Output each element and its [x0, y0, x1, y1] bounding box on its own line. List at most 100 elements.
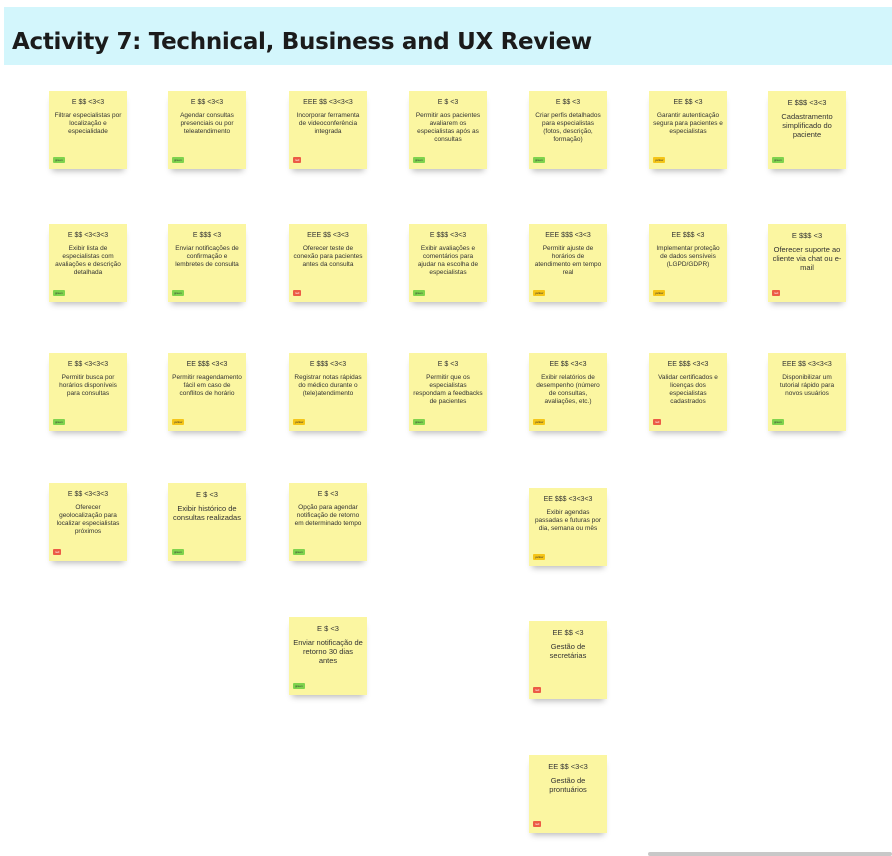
note-text: Filtrar especialistas por localização e … [54, 112, 122, 135]
note-text: Cadastramento simplificado do paciente [781, 112, 833, 139]
note-tag: yellow [533, 290, 546, 296]
note-estimate: E $$ <3<3 [71, 99, 105, 106]
note-text: Enviar notificações de confirmação e lem… [175, 245, 239, 268]
note-estimate: EEE $$$ <3<3 [545, 232, 591, 239]
note-estimate: EE $$$ <3 [671, 232, 705, 239]
note-tag: yellow [653, 157, 666, 163]
note-text: Oferecer suporte ao cliente via chat ou … [772, 245, 842, 272]
note-tag: green [772, 157, 784, 163]
page-title: Activity 7: Technical, Business and UX R… [12, 29, 592, 55]
note-estimate: E $$ <3<3<3 [67, 232, 109, 239]
sticky-note[interactable]: E $$$ <3 Enviar notificações de confirmaç… [168, 224, 246, 302]
note-text: Disponibilizar um tutorial rápido para n… [779, 374, 835, 397]
note-estimate: E $$$ <3 [791, 231, 823, 240]
note-estimate: E $ <3 [437, 361, 459, 368]
note-estimate: EE $$ <3<3 [549, 361, 587, 368]
note-text: Permitir ajuste de horários de atendimen… [534, 245, 602, 276]
note-estimate: E $ <3 [317, 491, 339, 498]
note-text: Agendar consultas presenciais ou por tel… [180, 112, 234, 135]
note-tag: red [53, 549, 62, 555]
note-tag: green [413, 157, 425, 163]
note-tag: red [772, 290, 781, 296]
note-tag: green [172, 157, 184, 163]
note-text: Exibir histórico de consultas realizadas [173, 504, 241, 522]
note-estimate: E $ <3 [317, 624, 339, 633]
note-tag: red [653, 419, 662, 425]
note-tag: yellow [653, 290, 666, 296]
note-estimate: EE $$ <3<3 [548, 762, 588, 771]
note-estimate: EEE $$ <3<3 [307, 232, 349, 239]
title-banner: Activity 7: Technical, Business and UX R… [4, 7, 892, 65]
note-estimate: EE $$$ <3<3 [667, 361, 709, 368]
note-estimate: E $$$ <3 [192, 232, 222, 239]
sticky-note[interactable]: EE $$ <3 Gestão de secretárias red [529, 621, 607, 699]
note-estimate: E $$$ <3<3 [429, 232, 467, 239]
note-text: Incorporar ferramenta de videoconferênci… [296, 112, 360, 135]
sticky-note[interactable]: E $ <3 Opção para agendar notificação de … [289, 483, 367, 561]
note-text: Permitir busca por horários disponíveis … [59, 374, 117, 397]
note-tag: yellow [533, 554, 546, 560]
note-text: Garantir autenticação segura para pacien… [653, 112, 723, 135]
note-estimate: EEE $$ <3<3<3 [303, 99, 353, 106]
note-text: Gestão de prontuários [549, 776, 587, 794]
note-text: Enviar notificação de retorno 30 dias an… [293, 638, 363, 665]
note-tag: red [293, 290, 302, 296]
note-tag: green [53, 157, 65, 163]
note-tag: green [293, 683, 305, 689]
note-estimate: E $$ <3 [555, 99, 581, 106]
note-tag: green [533, 157, 545, 163]
note-estimate: EEE $$ <3<3<3 [782, 361, 832, 368]
sticky-note[interactable]: E $ <3 Enviar notificação de retorno 30 d… [289, 617, 367, 695]
note-estimate: EE $$$ <3<3<3 [543, 496, 593, 503]
note-text: Gestão de secretárias [549, 642, 587, 660]
note-estimate: E $$$ <3<3 [787, 98, 827, 107]
note-text: Oferecer geolocalização para localizar e… [56, 504, 120, 535]
note-estimate: E $$ <3<3 [190, 99, 224, 106]
note-text: Exibir lista de especialistas com avalia… [55, 245, 121, 276]
sticky-note[interactable]: E $ <3 Permitir que os especialistas resp… [409, 353, 487, 431]
note-tag: green [413, 290, 425, 296]
note-estimate: E $ <3 [437, 99, 459, 106]
note-tag: red [533, 687, 542, 693]
horizontal-scrollbar[interactable] [648, 852, 892, 856]
note-tag: red [293, 157, 302, 163]
note-tag: green [172, 290, 184, 296]
note-tag: green [53, 419, 65, 425]
note-estimate: E $$ <3<3<3 [67, 491, 109, 498]
note-text: Criar perfis detalhados para especialist… [535, 112, 601, 143]
note-text: Permitir que os especialistas respondam … [413, 374, 483, 405]
note-tag: green [772, 419, 784, 425]
note-tag: yellow [293, 419, 306, 425]
note-tag: yellow [533, 419, 546, 425]
note-tag: green [53, 290, 65, 296]
note-estimate: EE $$ <3 [552, 628, 584, 637]
sticky-note[interactable]: E $$$ <3 Oferecer suporte ao cliente via … [768, 224, 846, 302]
note-text: Opção para agendar notificação de retorn… [294, 504, 362, 527]
note-estimate: E $$ <3<3<3 [67, 361, 109, 368]
note-text: Registrar notas rápidas do médico durant… [294, 374, 362, 397]
sticky-note[interactable]: E $$ <3 Criar perfis detalhados para espe… [529, 91, 607, 169]
note-text: Exibir agendas passadas e futuras por di… [534, 509, 602, 532]
note-tag: yellow [172, 419, 185, 425]
